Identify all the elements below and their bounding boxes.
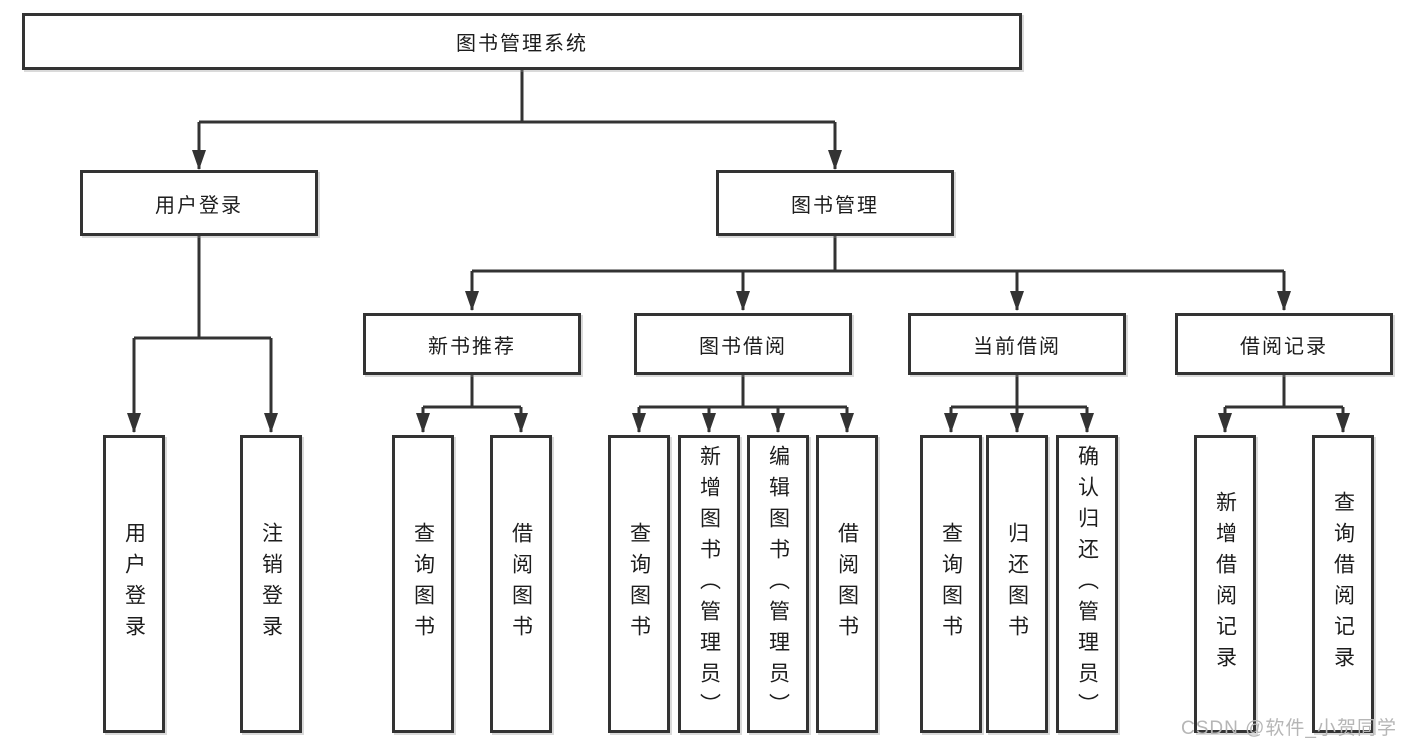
leaf-current-return-books-label: 归还图书 xyxy=(1005,522,1029,646)
node-book-borrow-label: 图书借阅 xyxy=(699,335,787,358)
csdn-watermark: CSDN @软件_小贺同学 xyxy=(1181,718,1397,739)
node-new-book-recommend-label: 新书推荐 xyxy=(428,335,516,358)
node-book-management: 图书管理 xyxy=(716,170,954,236)
leaf-current-query-books: 查询图书 xyxy=(920,435,982,733)
node-library-management-system: 图书管理系统 xyxy=(22,13,1022,70)
node-current-borrow: 当前借阅 xyxy=(908,313,1126,375)
book-borrow-branch-lines xyxy=(632,375,854,433)
current-borrow-branch-lines xyxy=(944,375,1094,433)
node-user-login-label: 用户登录 xyxy=(155,194,243,217)
node-book-borrow: 图书借阅 xyxy=(634,313,852,375)
leaf-borrow-edit-books-admin: 编辑图书（管理员） xyxy=(747,435,809,733)
leaf-borrow-query-books-label: 查询图书 xyxy=(627,522,651,646)
leaf-newbook-borrow-books: 借阅图书 xyxy=(490,435,552,733)
leaf-user-login: 用户登录 xyxy=(103,435,165,733)
user-login-branch-lines xyxy=(127,236,278,433)
leaf-current-return-books: 归还图书 xyxy=(986,435,1048,733)
leaf-current-query-books-label: 查询图书 xyxy=(939,522,963,646)
leaf-newbook-query-books: 查询图书 xyxy=(392,435,454,733)
leaf-records-add-record: 新增借阅记录 xyxy=(1194,435,1256,733)
node-borrow-records-label: 借阅记录 xyxy=(1240,335,1328,358)
leaf-borrow-borrow-books: 借阅图书 xyxy=(816,435,878,733)
leaf-user-login-label: 用户登录 xyxy=(122,522,146,646)
node-current-borrow-label: 当前借阅 xyxy=(973,335,1061,358)
leaf-borrow-add-books-admin: 新增图书（管理员） xyxy=(678,435,740,733)
leaf-records-query-record: 查询借阅记录 xyxy=(1312,435,1374,733)
node-book-management-label: 图书管理 xyxy=(791,194,879,217)
leaf-newbook-query-books-label: 查询图书 xyxy=(411,522,435,646)
leaf-borrow-borrow-books-label: 借阅图书 xyxy=(835,522,859,646)
leaf-borrow-add-books-admin-label: 新增图书（管理员） xyxy=(697,444,721,724)
leaf-borrow-edit-books-admin-label: 编辑图书（管理员） xyxy=(766,444,790,724)
node-library-management-system-label: 图书管理系统 xyxy=(456,33,588,55)
leaf-logout-label: 注销登录 xyxy=(259,522,283,646)
node-new-book-recommend: 新书推荐 xyxy=(363,313,581,375)
node-user-login: 用户登录 xyxy=(80,170,318,236)
book-management-branch-lines xyxy=(465,236,1291,311)
leaf-records-add-record-label: 新增借阅记录 xyxy=(1213,491,1237,677)
leaf-newbook-borrow-books-label: 借阅图书 xyxy=(509,522,533,646)
node-borrow-records: 借阅记录 xyxy=(1175,313,1393,375)
leaf-borrow-query-books: 查询图书 xyxy=(608,435,670,733)
root-branch-lines xyxy=(192,70,842,170)
leaf-current-confirm-return-admin-label: 确认归还（管理员） xyxy=(1075,444,1099,724)
borrow-records-branch-lines xyxy=(1218,375,1350,433)
leaf-current-confirm-return-admin: 确认归还（管理员） xyxy=(1056,435,1118,733)
leaf-logout: 注销登录 xyxy=(240,435,302,733)
new-book-branch-lines xyxy=(416,375,528,433)
leaf-records-query-record-label: 查询借阅记录 xyxy=(1331,491,1355,677)
